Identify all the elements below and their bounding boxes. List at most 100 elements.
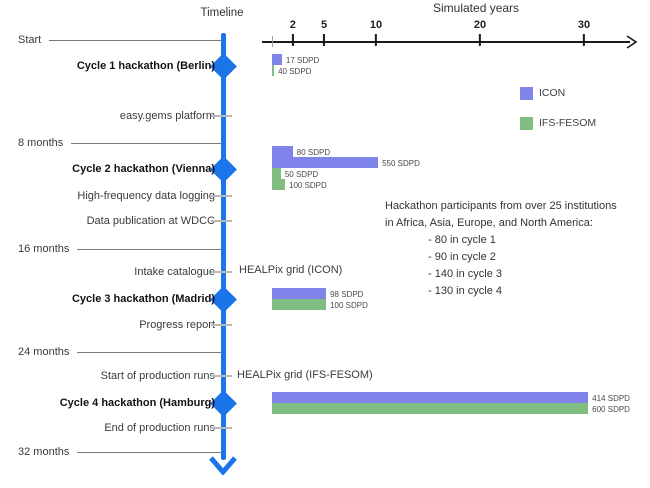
- timeline-row-cycle4: Cycle 4 hackathon (Hamburg): [0, 395, 222, 411]
- axis-tick-mark: [583, 34, 585, 46]
- bar-cycle4-icon: [272, 392, 589, 403]
- bar-cycle2-fesom-50: [272, 168, 281, 179]
- row-label: Cycle 2 hackathon (Vienna): [72, 163, 215, 175]
- bar-value-label: 98 SDPD: [330, 290, 364, 299]
- timeline-row-easygems: easy.gems platform: [0, 108, 232, 124]
- bar-cycle3-icon: [272, 288, 327, 299]
- row-label: Intake catalogue: [134, 266, 215, 278]
- axis-minor-tick: [272, 36, 274, 47]
- row-label: Start: [18, 34, 42, 46]
- participants-bullet: - 80 in cycle 1: [428, 234, 496, 246]
- month-rule-line: [77, 248, 222, 250]
- timeline-row-start-production: Start of production runs: [0, 368, 232, 384]
- axis-tick-mark: [292, 34, 294, 46]
- bar-value-label: 80 SDPD: [296, 148, 331, 157]
- row-label: 8 months: [18, 137, 64, 149]
- bar-value-label: 40 SDPD: [278, 67, 312, 76]
- axis-tick-label: 20: [473, 19, 487, 31]
- row-label: Data publication at WDCC: [86, 215, 215, 227]
- axis-tick-30: 30: [578, 19, 590, 46]
- row-label: Start of production runs: [100, 370, 215, 382]
- timeline-spine: [220, 33, 226, 460]
- healpix-icon-label: HEALPix grid (ICON): [239, 264, 343, 276]
- legend-label: ICON: [539, 87, 566, 99]
- row-label: 16 months: [18, 243, 70, 255]
- month-rule-line: [49, 39, 222, 41]
- axis-tick-label: 2: [289, 19, 296, 31]
- bar-value-label: 100 SDPD: [330, 301, 368, 310]
- bar-cycle1-icon: [272, 54, 282, 65]
- timeline-row-24months: 24 months: [0, 344, 222, 360]
- timeline-row-cycle1: Cycle 1 hackathon (Berlin): [0, 58, 222, 74]
- axis-tick-label: 30: [577, 19, 591, 31]
- axis-tick-2: 2: [290, 19, 296, 46]
- legend-swatch-icon: [520, 86, 533, 100]
- axis-tick-5: 5: [321, 19, 327, 46]
- row-label: easy.gems platform: [119, 110, 215, 122]
- axis-tick-mark: [323, 34, 325, 46]
- legend-item-ifs-fesom: IFS-FESOM: [520, 116, 596, 130]
- timeline-row-32months: 32 months: [0, 444, 222, 460]
- axis-arrow-right-icon: [626, 35, 638, 49]
- bar-cycle2-icon-550: [272, 157, 379, 168]
- timeline-row-start: Start: [0, 32, 222, 48]
- bar-value-label: 550 SDPD: [382, 159, 420, 168]
- participants-bullet: - 90 in cycle 2: [428, 251, 496, 263]
- x-axis-line: [262, 41, 630, 43]
- timeline-header: Timeline: [200, 7, 244, 19]
- participants-bullet: - 130 in cycle 4: [428, 285, 502, 297]
- timeline-row-intake: Intake catalogue: [0, 264, 232, 280]
- bar-cycle2-icon-80: [272, 146, 293, 157]
- event-tick: [211, 427, 232, 429]
- timeline-row-cycle2: Cycle 2 hackathon (Vienna): [0, 161, 222, 177]
- bar-value-label: 50 SDPD: [284, 170, 319, 179]
- legend-label: IFS-FESOM: [539, 117, 597, 129]
- bar-value-label: 414 SDPD: [592, 394, 630, 403]
- bar-value-label: 17 SDPD: [285, 56, 320, 65]
- participants-bullet: - 140 in cycle 3: [428, 268, 502, 280]
- timeline-row-hf-logging: High-frequency data logging: [0, 188, 232, 204]
- axis-title: Simulated years: [433, 1, 520, 15]
- axis-tick-20: 20: [474, 19, 486, 46]
- row-label: 32 months: [18, 446, 70, 458]
- timeline-row-16months: 16 months: [0, 241, 222, 257]
- event-tick: [211, 195, 232, 197]
- legend-swatch-ifs-fesom: [520, 116, 533, 130]
- timeline-row-cycle3: Cycle 3 hackathon (Madrid): [0, 291, 222, 307]
- event-tick: [211, 271, 232, 273]
- bar-cycle1-ifs-fesom: [272, 65, 275, 76]
- timeline-arrow-down-icon: [209, 456, 237, 475]
- event-tick: [211, 324, 232, 326]
- timeline-row-end-production: End of production runs: [0, 420, 232, 436]
- row-label: Cycle 1 hackathon (Berlin): [76, 60, 215, 72]
- participants-note: Hackathon participants from over 25 inst…: [385, 198, 617, 300]
- row-label: Progress report: [139, 319, 215, 331]
- participants-line: in Africa, Asia, Europe, and North Ameri…: [385, 217, 593, 229]
- row-label: 24 months: [18, 346, 70, 358]
- bar-value-label: 100 SDPD: [289, 181, 327, 190]
- participants-line: Hackathon participants from over 25 inst…: [385, 200, 617, 212]
- axis-tick-mark: [479, 34, 481, 46]
- legend: ICON IFS-FESOM: [520, 86, 596, 146]
- event-tick: [211, 115, 232, 117]
- bar-value-label: 600 SDPD: [592, 405, 630, 414]
- month-rule-line: [77, 451, 222, 453]
- row-label: Cycle 4 hackathon (Hamburg): [59, 397, 215, 409]
- month-rule-line: [71, 142, 222, 144]
- month-rule-line: [77, 351, 222, 353]
- timeline-row-progress: Progress report: [0, 317, 232, 333]
- bar-cycle2-fesom-100: [272, 179, 285, 190]
- legend-item-icon: ICON: [520, 86, 596, 100]
- axis-tick-label: 5: [320, 19, 328, 31]
- axis-tick-label: 10: [369, 19, 383, 31]
- healpix-ifs-fesom-label: HEALPix grid (IFS-FESOM): [237, 369, 373, 381]
- bar-cycle4-ifs-fesom: [272, 403, 589, 414]
- row-label: High-frequency data logging: [77, 190, 215, 202]
- timeline-row-8months: 8 months: [0, 135, 222, 151]
- axis-tick-10: 10: [370, 19, 382, 46]
- row-label: Cycle 3 hackathon (Madrid): [71, 293, 215, 305]
- row-label: End of production runs: [104, 422, 215, 434]
- timeline-row-wdcc: Data publication at WDCC: [0, 213, 232, 229]
- event-tick: [211, 220, 232, 222]
